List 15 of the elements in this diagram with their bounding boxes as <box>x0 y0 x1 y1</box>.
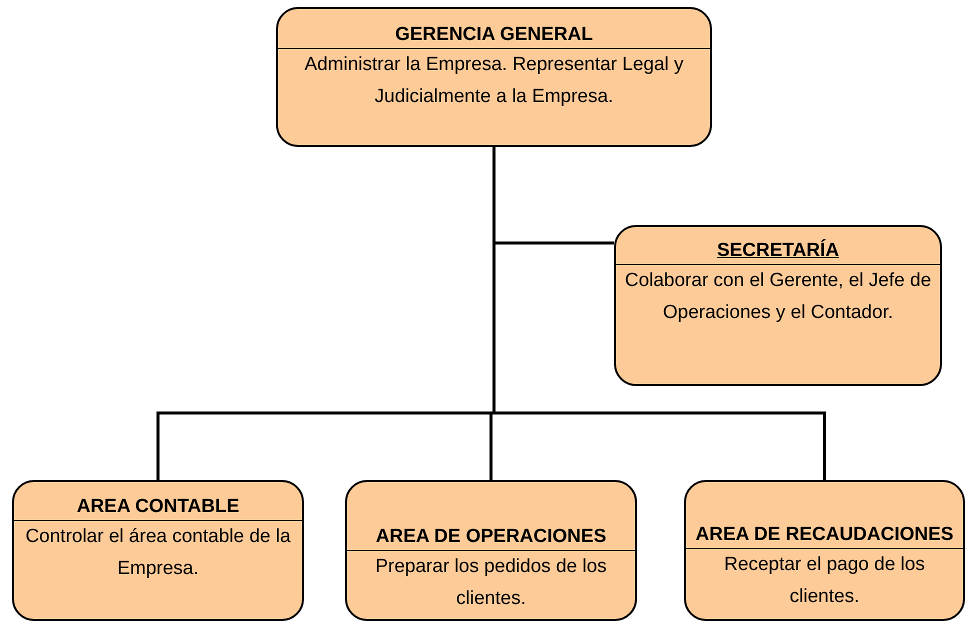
box-heading: AREA CONTABLE <box>76 495 240 519</box>
org-box <box>614 225 942 386</box>
org-box <box>12 480 304 621</box>
box-description: Receptar el pago de los clientes. <box>723 553 926 609</box>
box-heading: GERENCIA GENERAL <box>395 23 593 47</box>
box-heading: AREA DE RECAUDACIONES <box>696 523 954 547</box>
box-description: Controlar el área contable de la Empresa. <box>24 525 292 581</box>
box-heading: SECRETARÍA <box>716 238 840 263</box>
org-box <box>276 7 712 147</box>
box-heading: AREA DE OPERACIONES <box>376 525 606 549</box>
box-description: Preparar los pedidos de los clientes. <box>374 555 608 611</box>
org-box <box>345 480 637 621</box>
org-box <box>684 480 965 621</box>
box-description: Administrar la Empresa. Representar Legal y Judicialmente a la Empresa. <box>303 53 685 109</box>
box-description: Colaborar con el Gerente, el Jefe de Operaciones y el Contador. <box>624 269 932 325</box>
